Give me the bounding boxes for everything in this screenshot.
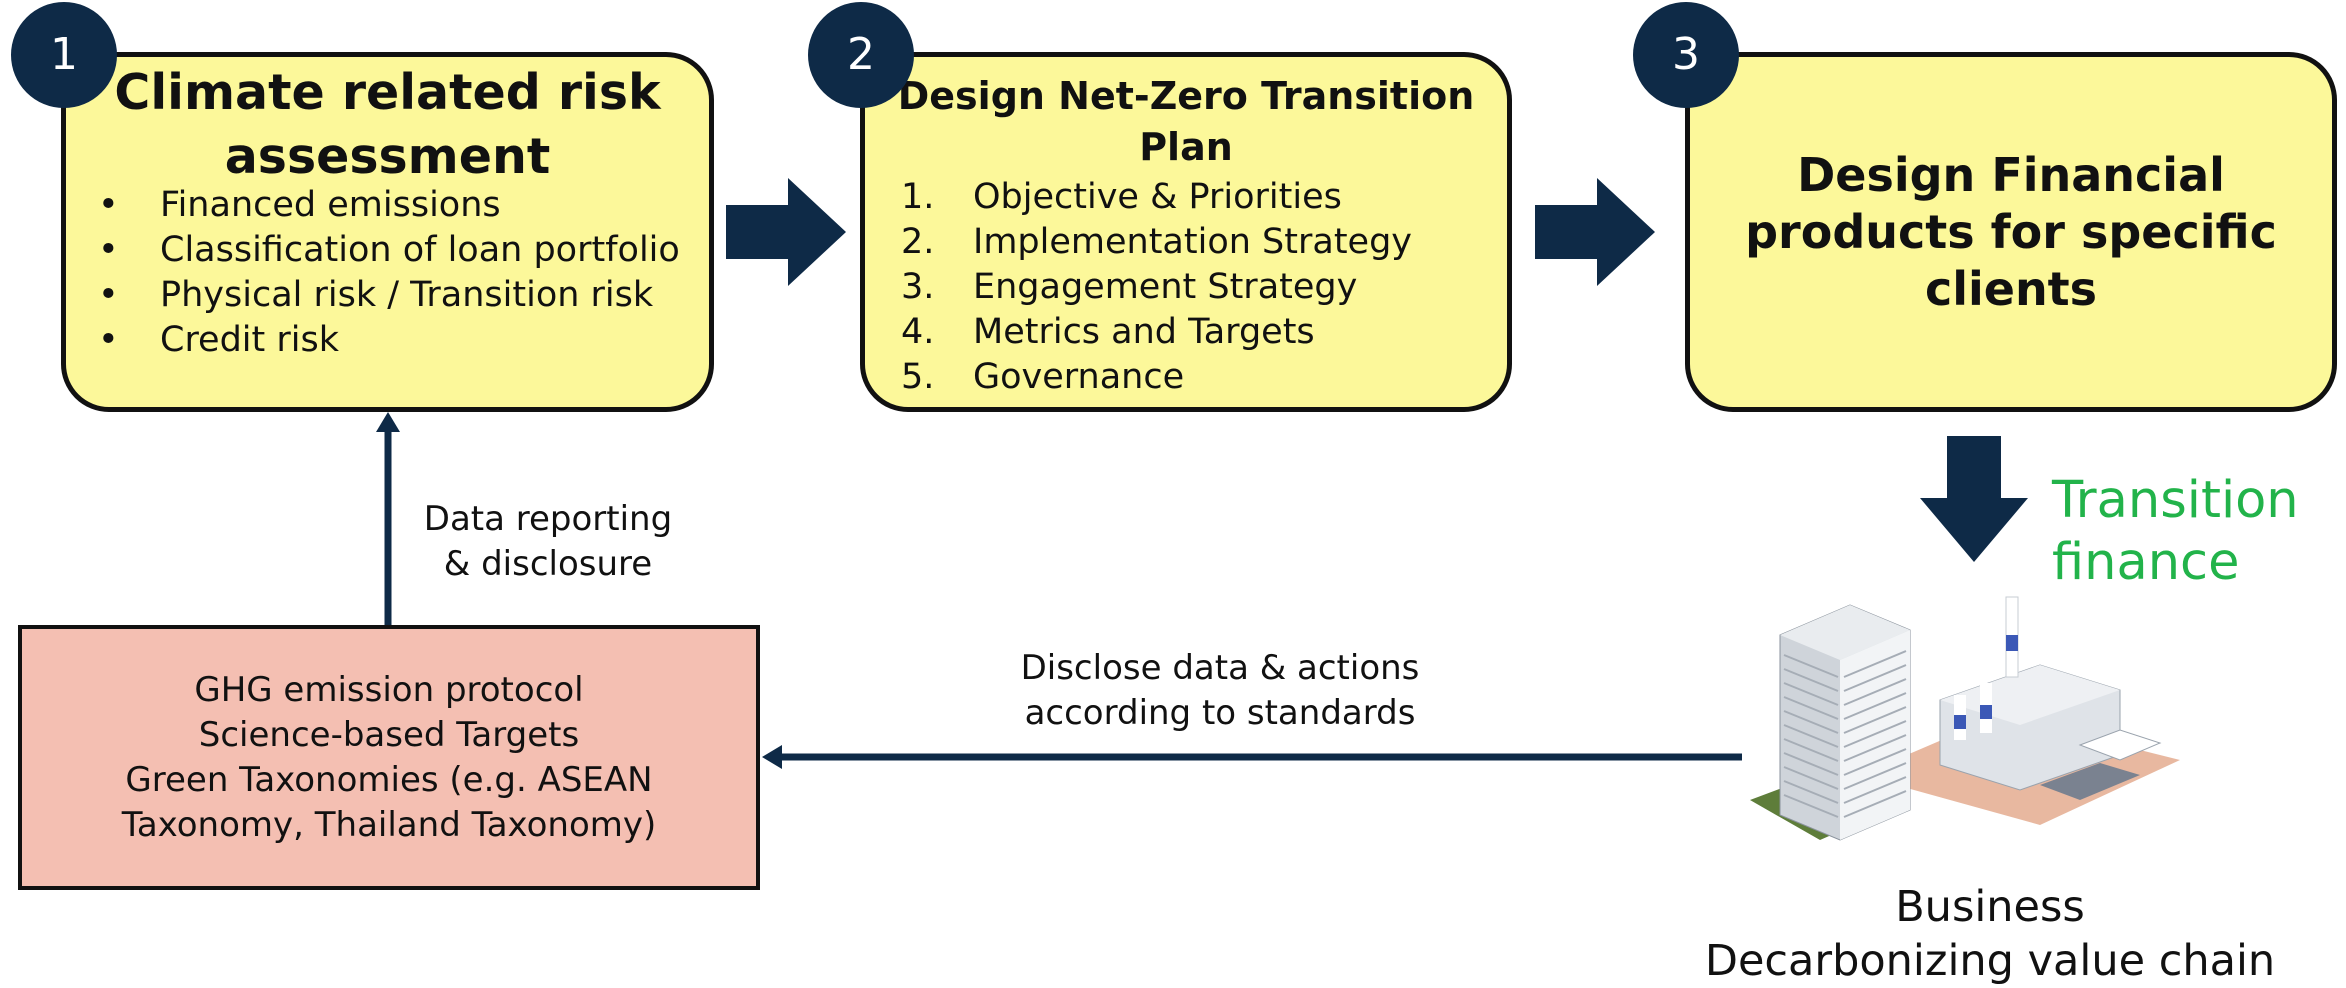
- list-item: 4. Metrics and Targets: [901, 310, 1497, 355]
- list-text: Metrics and Targets: [973, 312, 1315, 352]
- step-2-badge: 2: [808, 2, 914, 108]
- step-3-title: Design Financial products for specific c…: [1745, 148, 2277, 316]
- step-1-badge: 1: [11, 2, 117, 108]
- list-number: 4.: [901, 312, 935, 352]
- step-3-badge: 3: [1633, 2, 1739, 108]
- arrow-head-icon: [376, 412, 400, 432]
- list-item: Credit risk: [96, 318, 689, 363]
- list-item: 2. Implementation Strategy: [901, 220, 1497, 265]
- list-number: 5.: [901, 357, 935, 397]
- block-arrow-icon: [1535, 178, 1655, 286]
- list-number: 1.: [901, 177, 935, 217]
- office-tower-roof: [1780, 605, 1910, 660]
- list-item: 3. Engagement Strategy: [901, 265, 1497, 310]
- step-1-title: Climate related risk assessment: [114, 64, 661, 185]
- block-arrow-icon: [726, 178, 846, 286]
- step-3-box: Design Financial products for specific c…: [1685, 52, 2337, 412]
- list-text: Implementation Strategy: [973, 222, 1413, 262]
- list-item: 1. Objective & Priorities: [901, 175, 1497, 220]
- data-reporting-label: Data reporting & disclosure: [423, 499, 673, 584]
- step-2-title: Design Net-Zero Transition Plan: [897, 74, 1475, 169]
- truck: [2078, 729, 2162, 761]
- step-1-box: Climate related risk assessment Financed…: [61, 52, 714, 412]
- list-item: Financed emissions: [96, 183, 689, 228]
- chimney-band: [1980, 705, 1992, 719]
- step-1-list: Financed emissions Classification of loa…: [96, 183, 689, 363]
- list-item: Physical risk / Transition risk: [96, 273, 689, 318]
- standards-text: GHG emission protocol Science-based Targ…: [121, 669, 657, 845]
- list-text: Governance: [973, 357, 1185, 397]
- list-number: 2.: [901, 222, 935, 262]
- chimney-band: [2006, 635, 2018, 651]
- step-2-box: Design Net-Zero Transition Plan 1. Object…: [860, 52, 1512, 412]
- transition-finance-label: Transition finance: [2052, 471, 2299, 592]
- block-arrow-icon: [1920, 436, 2028, 562]
- city-factory-illustration: [1750, 596, 2180, 841]
- list-item: 5. Governance: [901, 355, 1497, 400]
- business-label: Business Decarbonizing value chain: [1704, 882, 2276, 986]
- truck: [2040, 763, 2140, 800]
- list-number: 3.: [901, 267, 935, 307]
- tower-windows: [1783, 650, 1907, 818]
- standards-box: GHG emission protocol Science-based Targ…: [18, 625, 760, 890]
- list-text: Engagement Strategy: [973, 267, 1358, 307]
- arrow-head-icon: [762, 745, 782, 769]
- list-item: Classification of loan portfolio: [96, 228, 689, 273]
- chimney-band: [1954, 715, 1966, 729]
- list-text: Objective & Priorities: [973, 177, 1342, 217]
- step-2-list: 1. Objective & Priorities 2. Implementatio…: [901, 175, 1497, 400]
- disclose-label: Disclose data & actions according to sta…: [1020, 648, 1420, 733]
